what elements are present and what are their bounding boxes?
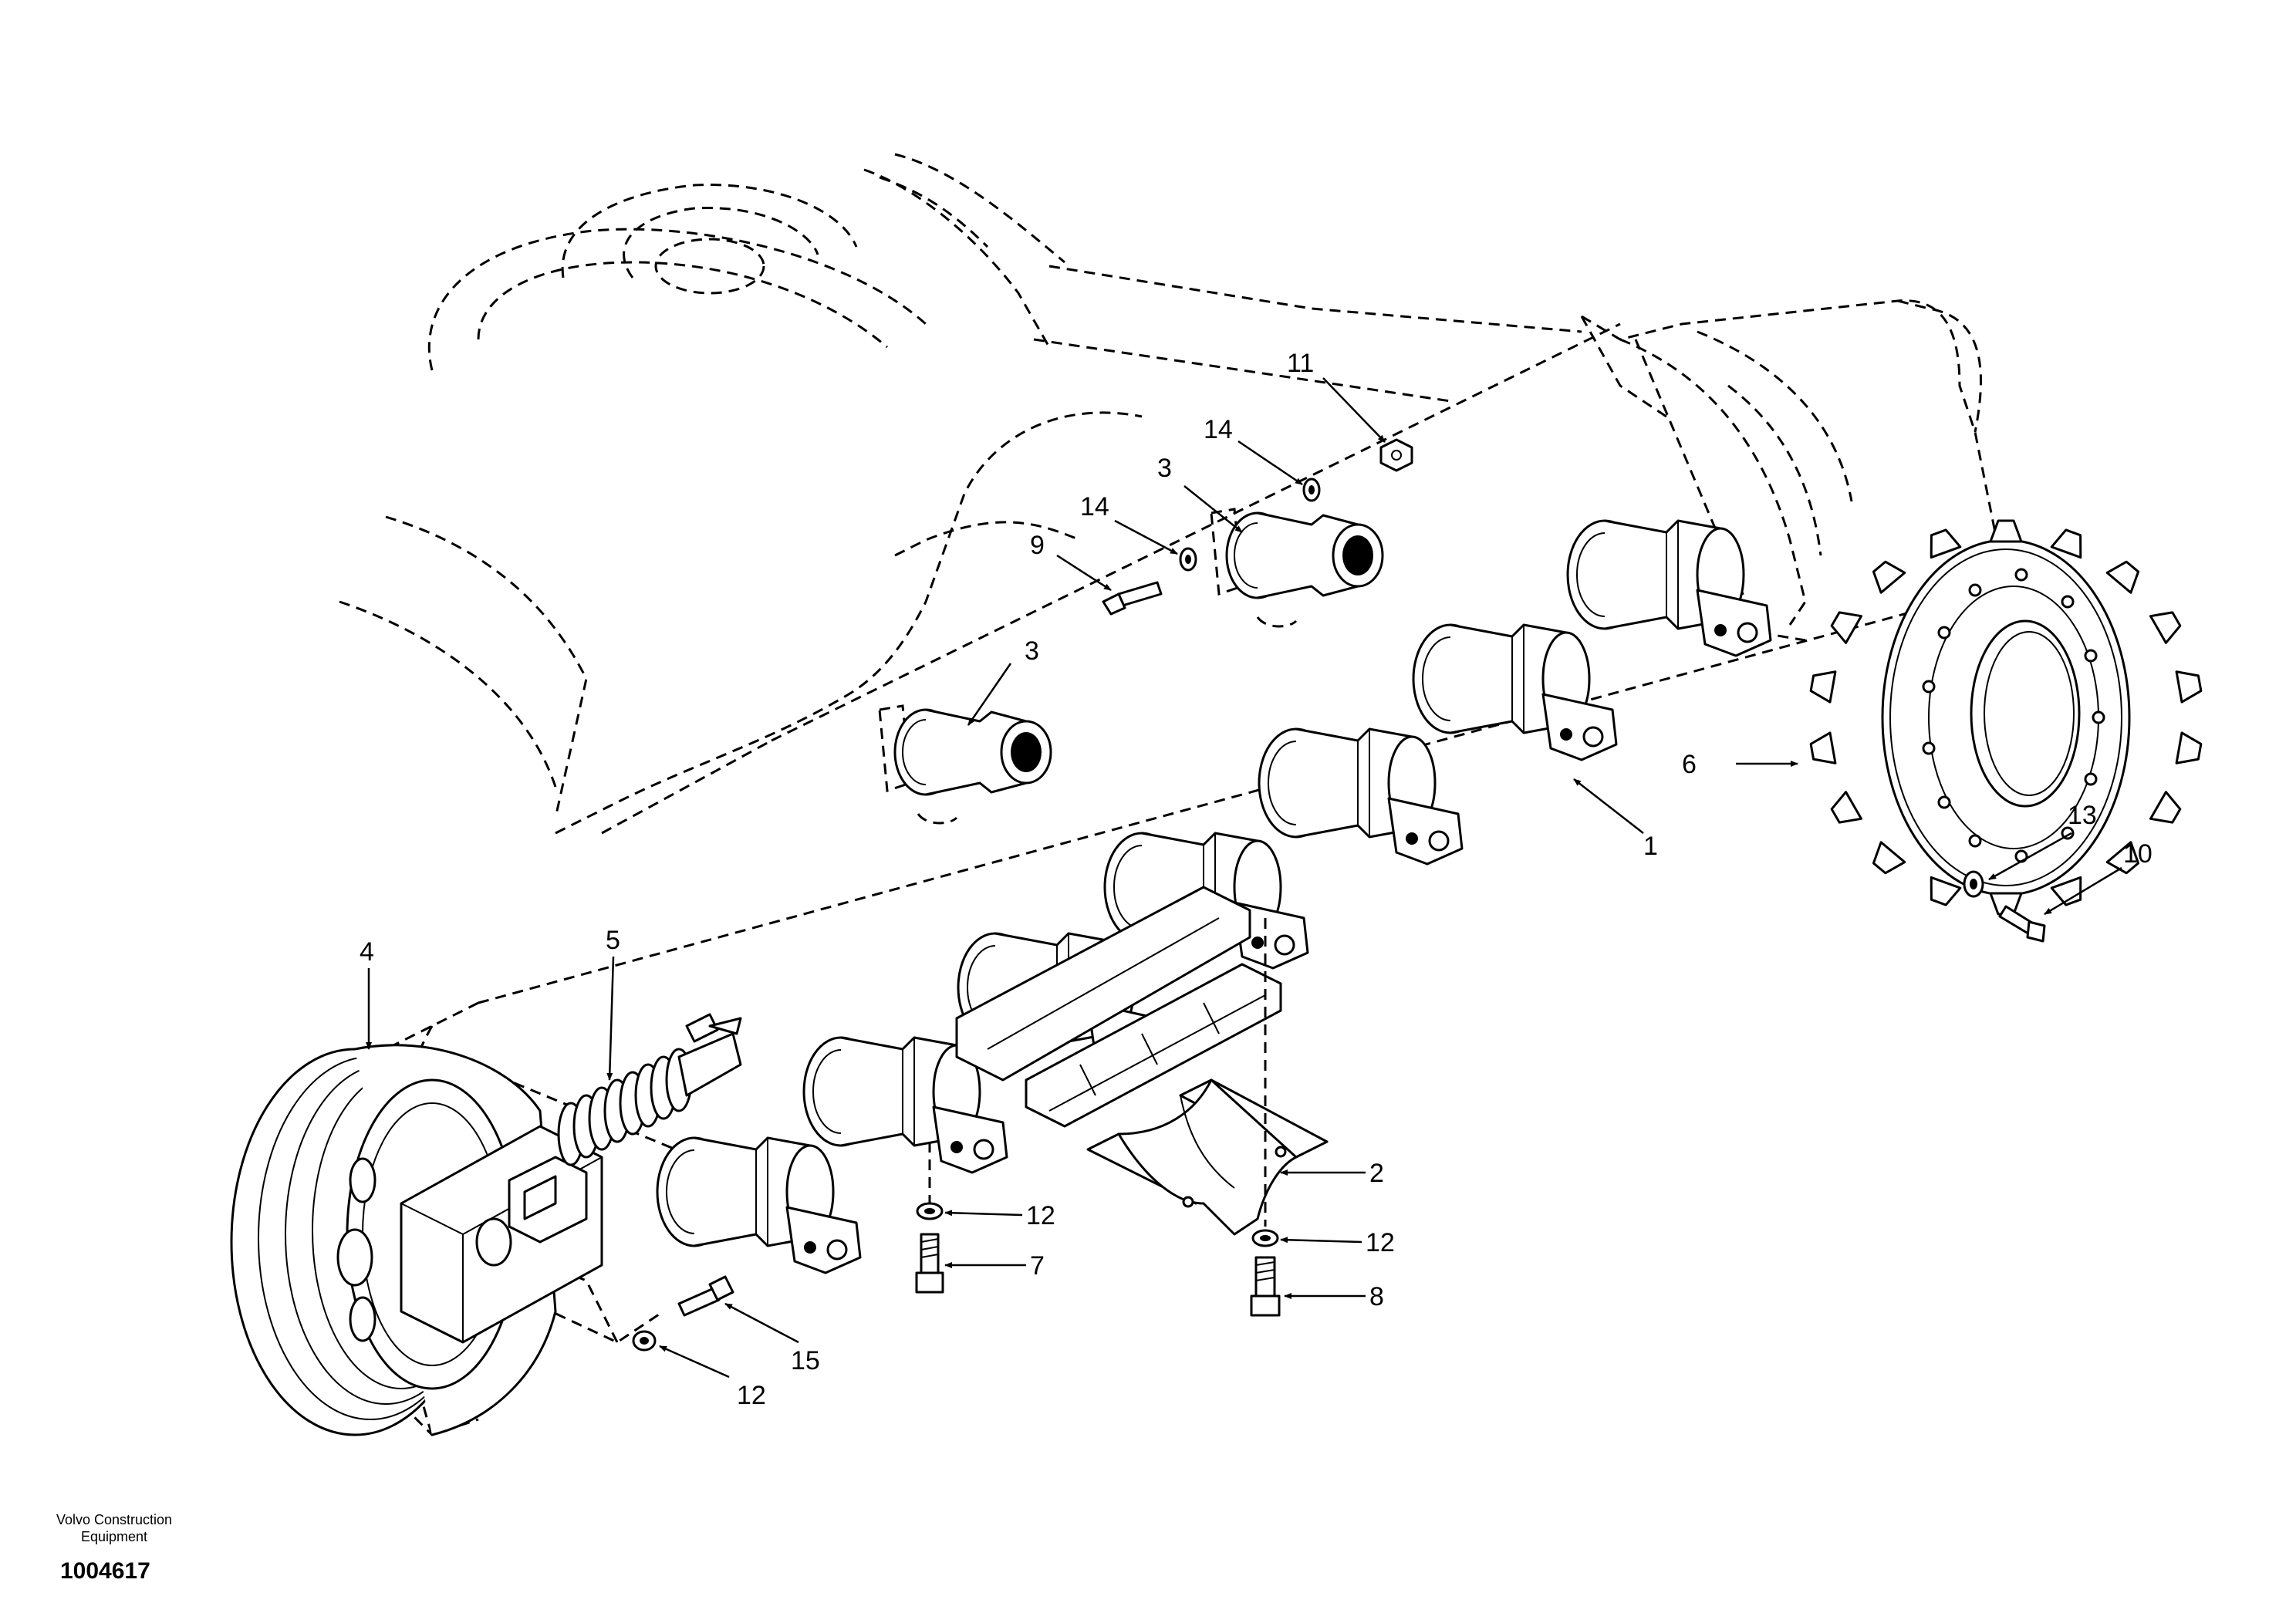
bolt-7 bbox=[915, 1233, 944, 1294]
track-roller-7 bbox=[656, 1136, 862, 1274]
tension-spring bbox=[557, 1013, 742, 1166]
callout-5: 5 bbox=[606, 926, 620, 955]
callout-12-right: 12 bbox=[1366, 1228, 1395, 1257]
bolt-9 bbox=[1102, 581, 1163, 616]
washer-12-right bbox=[1251, 1229, 1279, 1247]
carrier-roller-upper bbox=[1210, 508, 1384, 628]
washer-12-bottom bbox=[632, 1330, 657, 1352]
washer-13 bbox=[1963, 870, 1984, 898]
nut-11 bbox=[1379, 438, 1413, 472]
track-roller-1 bbox=[1566, 519, 1772, 657]
track-link-segment bbox=[955, 886, 1282, 1128]
drive-sprocket bbox=[1809, 519, 2203, 916]
washer-14-lower bbox=[1179, 547, 1197, 572]
callout-8: 8 bbox=[1369, 1282, 1384, 1311]
callout-15: 15 bbox=[791, 1346, 820, 1375]
callout-10: 10 bbox=[2123, 839, 2152, 869]
callout-12-bottom: 12 bbox=[737, 1381, 766, 1410]
callout-9: 9 bbox=[1030, 531, 1045, 560]
callout-7: 7 bbox=[1030, 1251, 1045, 1281]
drawing-number: 1004617 bbox=[60, 1558, 150, 1584]
callout-14-lower: 14 bbox=[1080, 492, 1109, 521]
callout-1: 1 bbox=[1643, 832, 1658, 861]
washer-12-left bbox=[916, 1202, 944, 1220]
callout-3-lower: 3 bbox=[1025, 636, 1039, 666]
leader-lines bbox=[366, 377, 2122, 1379]
callout-3-upper: 3 bbox=[1157, 454, 1172, 483]
brand-line-1: Volvo Construction bbox=[56, 1512, 172, 1527]
front-idler bbox=[230, 1044, 603, 1436]
track-guard bbox=[1086, 1078, 1329, 1236]
callout-11: 11 bbox=[1287, 349, 1314, 378]
callout-4: 4 bbox=[360, 937, 374, 967]
callout-14-upper: 14 bbox=[1204, 415, 1233, 444]
bolt-10 bbox=[1998, 905, 2046, 943]
callout-6: 6 bbox=[1682, 750, 1697, 779]
callout-12-left: 12 bbox=[1026, 1201, 1055, 1230]
bolt-8 bbox=[1250, 1256, 1281, 1317]
washer-14-upper bbox=[1302, 478, 1321, 502]
track-roller-3 bbox=[1258, 727, 1464, 866]
brand-line-2: Equipment bbox=[81, 1529, 147, 1544]
carrier-roller-lower bbox=[878, 704, 1052, 825]
bolt-15 bbox=[677, 1275, 734, 1317]
callout-2: 2 bbox=[1369, 1159, 1384, 1188]
callout-13: 13 bbox=[2068, 801, 2097, 830]
